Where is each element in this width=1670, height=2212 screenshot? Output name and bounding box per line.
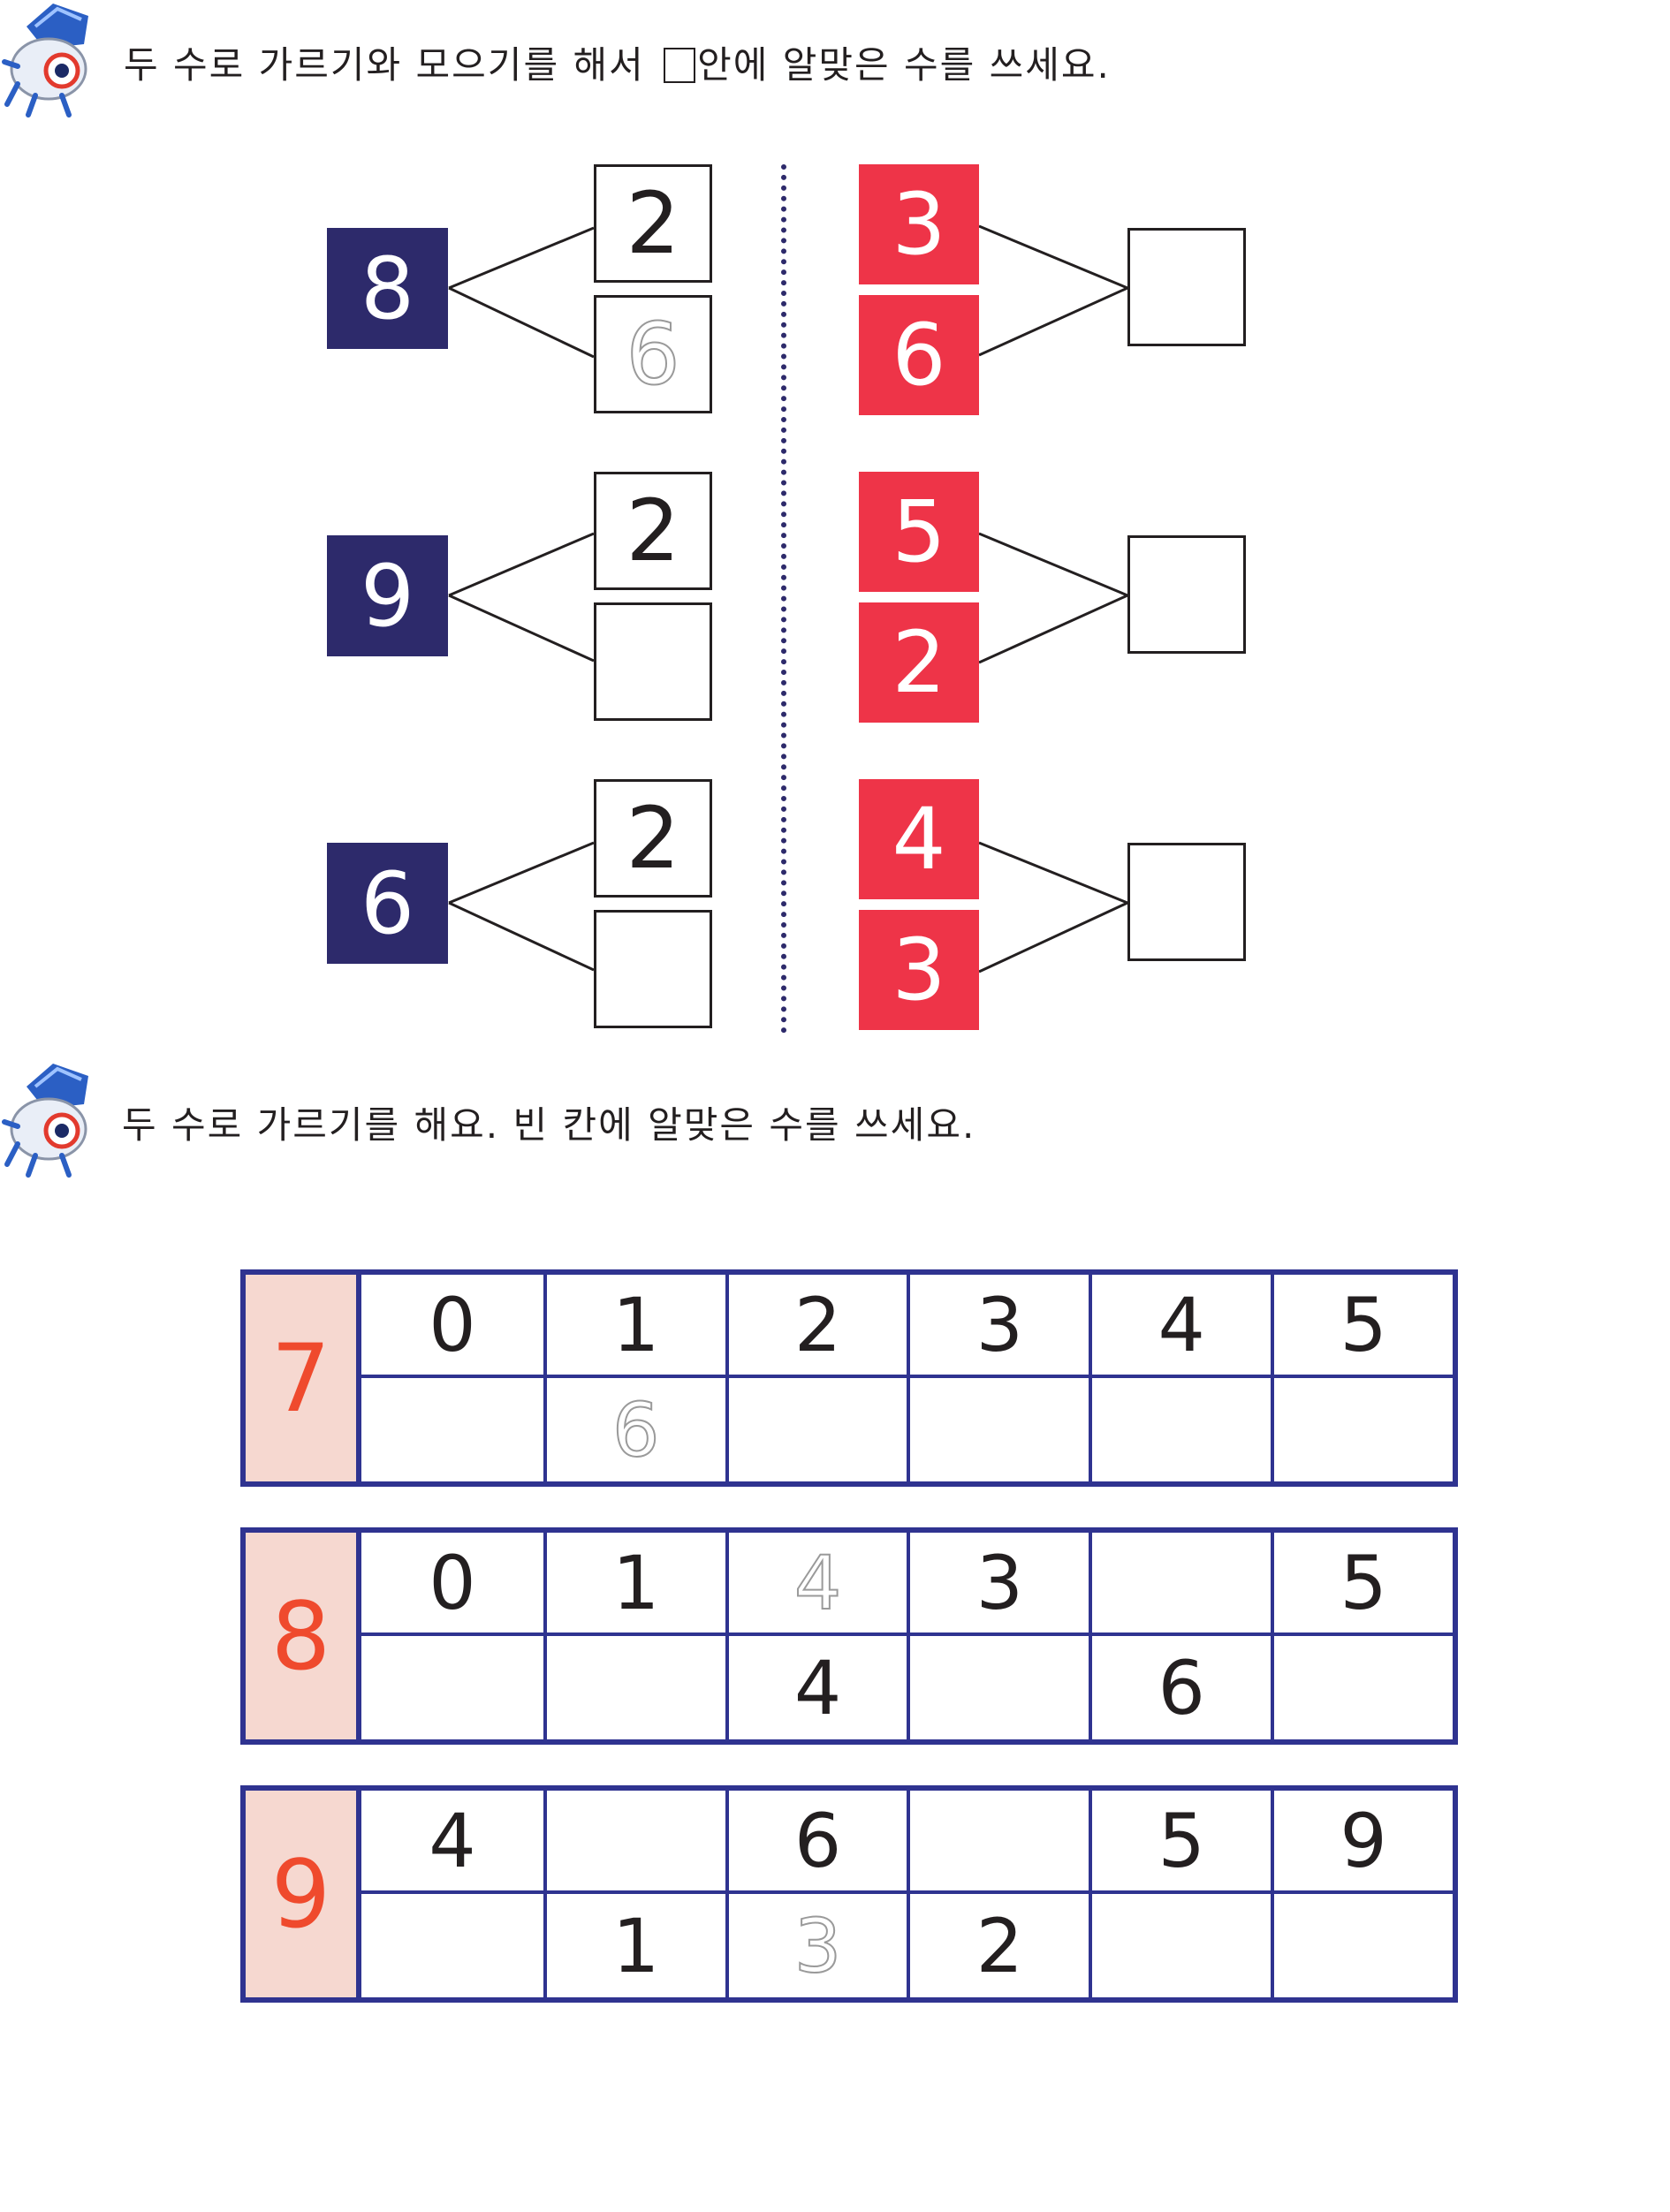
table-cell: 0 bbox=[361, 1533, 543, 1636]
combine-part-bottom: 3 bbox=[859, 910, 979, 1030]
table-cell: 4 bbox=[361, 1791, 543, 1894]
answer-cell[interactable] bbox=[1271, 1378, 1453, 1481]
answer-cell[interactable]: 6 bbox=[543, 1378, 725, 1481]
instruction-1: 두 수로 가르기와 모으기를 해서 안에 알맞은 수를 쓰세요. bbox=[124, 35, 1111, 89]
traced-hint: 6 bbox=[611, 1386, 660, 1474]
split-part-top: 2 bbox=[594, 472, 712, 590]
connector-lines bbox=[448, 224, 1128, 973]
traced-hint: 4 bbox=[793, 1539, 842, 1627]
answer-cell[interactable] bbox=[725, 1378, 907, 1481]
table-cell: 1 bbox=[543, 1894, 725, 1997]
table-cell: 3 bbox=[907, 1533, 1089, 1636]
robot-mascot-icon bbox=[2, 4, 88, 117]
instruction-box-icon bbox=[664, 48, 696, 83]
answer-cell[interactable] bbox=[1271, 1894, 1453, 1997]
combine-part-top: 5 bbox=[859, 472, 979, 592]
answer-cell[interactable] bbox=[1089, 1894, 1271, 1997]
instruction-1-text-a: 두 수로 가르기와 모으기를 해서 bbox=[124, 43, 645, 87]
divider-dotted-line bbox=[781, 164, 786, 1034]
answer-cell[interactable] bbox=[907, 1636, 1089, 1739]
answer-box[interactable] bbox=[1127, 535, 1246, 654]
combine-part-top: 3 bbox=[859, 164, 979, 284]
split-whole: 9 bbox=[327, 535, 448, 656]
answer-cell[interactable]: 4 bbox=[725, 1533, 907, 1636]
robot-mascot-icon bbox=[2, 1064, 88, 1178]
split-part-top: 2 bbox=[594, 164, 712, 283]
answer-cell[interactable] bbox=[361, 1894, 543, 1997]
traced-hint: 6 bbox=[625, 305, 680, 404]
combine-part-bottom: 6 bbox=[859, 295, 979, 415]
split-whole: 6 bbox=[327, 843, 448, 964]
table-whole-number: 8 bbox=[246, 1533, 361, 1739]
answer-cell[interactable]: 3 bbox=[725, 1894, 907, 1997]
table-cell: 4 bbox=[725, 1636, 907, 1739]
table-cell: 1 bbox=[543, 1275, 725, 1378]
answer-box[interactable] bbox=[594, 602, 712, 721]
split-part-top: 2 bbox=[594, 779, 712, 898]
table-cell: 4 bbox=[1089, 1275, 1271, 1378]
answer-cell[interactable] bbox=[543, 1636, 725, 1739]
table-cell: 6 bbox=[725, 1791, 907, 1894]
traced-hint: 3 bbox=[793, 1902, 842, 1990]
combine-part-top: 4 bbox=[859, 779, 979, 899]
split-table: 9 4 6 5 9 1 3 2 bbox=[240, 1785, 1458, 2003]
table-cell: 5 bbox=[1271, 1533, 1453, 1636]
answer-cell[interactable] bbox=[1089, 1378, 1271, 1481]
instruction-1-text-b: 안에 알맞은 수를 쓰세요. bbox=[697, 43, 1111, 87]
split-table: 8 0 1 4 3 5 4 6 bbox=[240, 1527, 1458, 1745]
table-cell: 0 bbox=[361, 1275, 543, 1378]
answer-box[interactable]: 6 bbox=[594, 295, 712, 413]
answer-cell[interactable] bbox=[361, 1378, 543, 1481]
table-cell: 9 bbox=[1271, 1791, 1453, 1894]
combine-part-bottom: 2 bbox=[859, 602, 979, 723]
answer-box[interactable] bbox=[1127, 843, 1246, 961]
table-cell: 3 bbox=[907, 1275, 1089, 1378]
table-whole-number: 7 bbox=[246, 1275, 361, 1481]
table-cell: 6 bbox=[1089, 1636, 1271, 1739]
table-whole-number: 9 bbox=[246, 1791, 361, 1997]
answer-box[interactable] bbox=[594, 910, 712, 1028]
answer-cell[interactable] bbox=[907, 1378, 1089, 1481]
split-whole: 8 bbox=[327, 228, 448, 349]
split-table: 7 0 1 2 3 4 5 6 bbox=[240, 1269, 1458, 1487]
answer-box[interactable] bbox=[1127, 228, 1246, 346]
answer-cell[interactable] bbox=[361, 1636, 543, 1739]
table-cell: 2 bbox=[725, 1275, 907, 1378]
table-cell: 2 bbox=[907, 1894, 1089, 1997]
answer-cell[interactable] bbox=[907, 1791, 1089, 1894]
answer-cell[interactable] bbox=[1089, 1533, 1271, 1636]
answer-cell[interactable] bbox=[1271, 1636, 1453, 1739]
table-cell: 1 bbox=[543, 1533, 725, 1636]
instruction-2: 두 수로 가르기를 해요. 빈 칸에 알맞은 수를 쓰세요. bbox=[122, 1103, 976, 1147]
table-cell: 5 bbox=[1271, 1275, 1453, 1378]
table-cell: 5 bbox=[1089, 1791, 1271, 1894]
answer-cell[interactable] bbox=[543, 1791, 725, 1894]
